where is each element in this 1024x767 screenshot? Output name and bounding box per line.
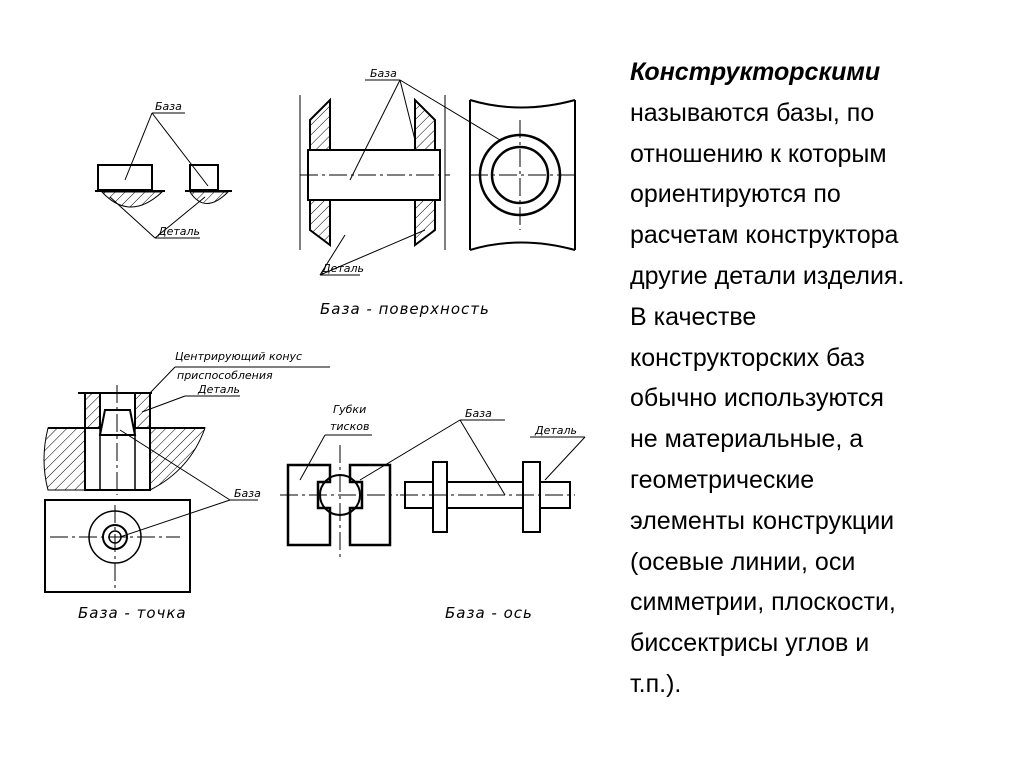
text-line: т.п.). — [630, 669, 682, 698]
caption-surface: База - поверхность — [320, 300, 490, 318]
text-line: ориентируются по — [630, 180, 841, 209]
text-line: симметрии, плоскости, — [630, 588, 896, 617]
point-base-drawing: Центрирующий конус приспособления Деталь… — [43, 350, 330, 622]
part-label-4: Деталь — [534, 424, 577, 437]
base-label-2: База — [370, 67, 397, 80]
jaws-label-2: тисков — [330, 420, 369, 433]
text-line: не материальные, а — [630, 425, 864, 454]
text-line: расчетам конструктора — [630, 221, 899, 250]
text-line: элементы конструкции — [630, 506, 895, 535]
jaws-label-1: Губки — [333, 403, 366, 416]
part-label-3: Деталь — [197, 383, 240, 396]
base-label-3: База — [234, 487, 261, 500]
cone-label-1: Центрирующий конус — [175, 350, 302, 363]
definition-text: Конструкторскими называются базы, по отн… — [630, 52, 1020, 705]
base-label-4: База — [465, 407, 492, 420]
text-line: отношению к которым — [630, 139, 887, 168]
surface-base-small-drawing: База Деталь — [95, 100, 232, 239]
term-heading: Конструкторскими — [630, 58, 881, 86]
technical-drawings: База Деталь База Деталь База - поверхнос… — [43, 67, 586, 622]
part-label-2: Деталь — [321, 262, 364, 275]
cone-label-2: приспособления — [177, 369, 273, 382]
caption-axis: База - ось — [445, 604, 533, 622]
text-line: (осевые линии, оси — [630, 547, 856, 576]
part-label: Деталь — [157, 225, 200, 238]
caption-point: База - точка — [78, 604, 187, 622]
text-line: называются базы, по — [630, 98, 875, 127]
text-line: обычно используются — [630, 384, 884, 413]
surface-base-flange-drawing: База Деталь База - поверхность — [299, 67, 576, 318]
text-line: другие детали изделия. — [630, 261, 905, 290]
text-line: геометрические — [630, 465, 815, 494]
axis-base-drawing: Губки тисков База Деталь База - ось — [280, 403, 586, 622]
text-line: В качестве — [630, 302, 757, 331]
base-label: База — [155, 100, 182, 113]
text-line: биссектрисы углов и — [630, 629, 870, 658]
text-line: конструкторских баз — [630, 343, 865, 372]
